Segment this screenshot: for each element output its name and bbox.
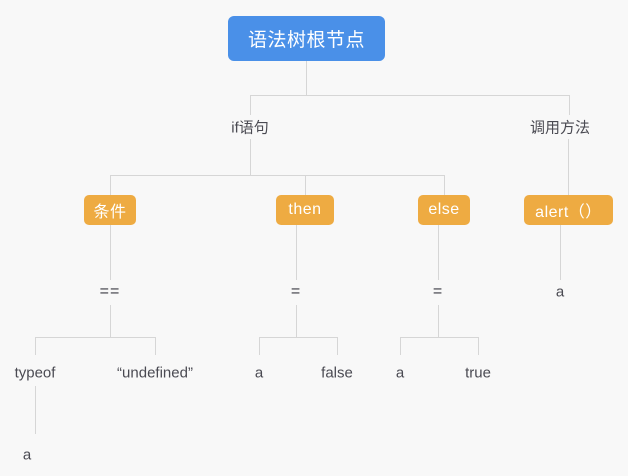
connector-then-stem	[296, 225, 297, 280]
node-assign-operator-then[interactable]: =	[290, 283, 302, 300]
node-call-method[interactable]: 调用方法	[529, 119, 591, 137]
connector-to-then	[305, 175, 306, 195]
connector-to-typeof	[35, 337, 36, 355]
connector-if-children-bus	[110, 175, 445, 176]
node-then-left[interactable]: a	[254, 364, 264, 382]
connector-to-else	[444, 175, 445, 195]
connector-to-alert	[568, 139, 569, 195]
node-then[interactable]: then	[276, 195, 334, 225]
node-then-right[interactable]: false	[321, 364, 353, 382]
node-alert[interactable]: alert（）	[524, 195, 613, 225]
node-if-statement[interactable]: if语句	[231, 119, 269, 137]
node-typeof-argument[interactable]: a	[22, 446, 32, 464]
connector-to-undefined	[155, 337, 156, 355]
connector-assign-then-stem	[296, 305, 297, 337]
connector-to-then-right	[337, 337, 338, 355]
node-else[interactable]: else	[418, 195, 470, 225]
connector-condition-stem	[110, 225, 111, 280]
connector-to-if-statement	[250, 95, 251, 115]
connector-level1-bus	[250, 95, 569, 96]
connector-assign-else-bus	[400, 337, 478, 338]
node-assign-operator-else[interactable]: =	[432, 283, 444, 300]
node-typeof[interactable]: typeof	[14, 364, 56, 382]
connector-equality-stem	[110, 305, 111, 337]
connector-to-condition	[110, 175, 111, 195]
node-condition[interactable]: 条件	[84, 195, 136, 225]
connector-equality-bus	[35, 337, 155, 338]
node-else-right[interactable]: true	[465, 364, 491, 382]
node-undefined-literal[interactable]: “undefined”	[117, 364, 193, 382]
connector-alert-stem	[560, 225, 561, 280]
connector-else-stem	[438, 225, 439, 280]
connector-root-stem	[306, 61, 307, 95]
connector-to-else-right	[478, 337, 479, 355]
connector-assign-else-stem	[438, 305, 439, 337]
connector-typeof-stem	[35, 386, 36, 434]
connector-to-call-method	[569, 95, 570, 115]
node-alert-argument[interactable]: a	[555, 283, 565, 301]
node-else-left[interactable]: a	[395, 364, 405, 382]
connector-to-then-left	[259, 337, 260, 355]
node-equality-operator[interactable]: ==	[99, 283, 121, 300]
node-root[interactable]: 语法树根节点	[228, 16, 385, 61]
connector-if-stem	[250, 139, 251, 175]
connector-to-else-left	[400, 337, 401, 355]
connector-assign-then-bus	[259, 337, 337, 338]
